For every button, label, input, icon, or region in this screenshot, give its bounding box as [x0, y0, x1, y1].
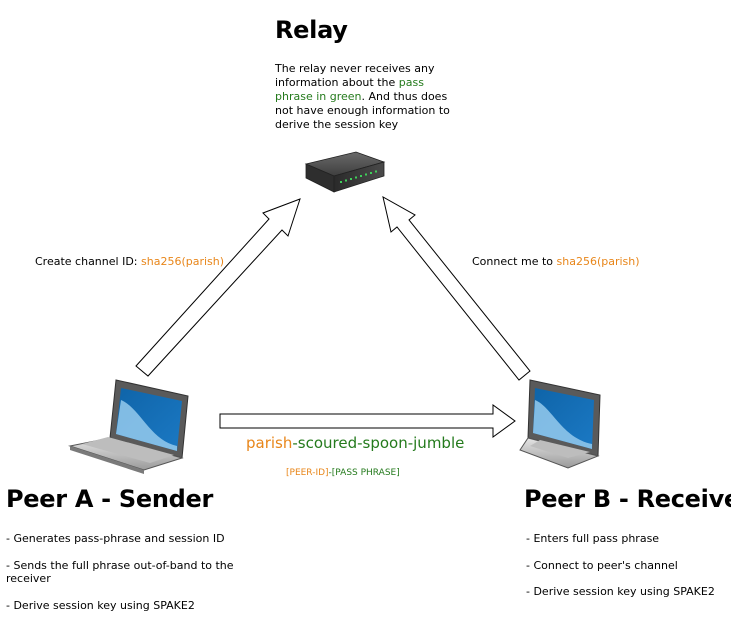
peer-a-item-2: - Sends the full phrase out-of-band to t… [6, 559, 234, 585]
left-arrow-label: Create channel ID: sha256(parish) [35, 255, 225, 268]
arrow-peer-b-to-relay [382, 196, 531, 381]
peer-b-title: Peer B - Receiver [524, 485, 731, 513]
peer-a-item-1: - Generates pass-phrase and session ID [6, 532, 225, 545]
peer-b-item-1: - Enters full pass phrase [526, 532, 660, 545]
left-arrow-hash: sha256(parish) [141, 255, 225, 268]
full-phrase: parish-scoured-spoon-jumble [246, 434, 464, 452]
relay-title: Relay [275, 16, 348, 44]
phrase-legend: [PEER-ID]-[PASS PHRASE] [286, 468, 400, 478]
arrow-peer-a-to-relay [135, 198, 301, 377]
relay-description: The relay never receives any information… [275, 62, 450, 131]
peer-a-item-3: - Derive session key using SPAKE2 [6, 599, 195, 612]
right-arrow-label: Connect me to sha256(parish) [472, 255, 640, 268]
relay-description-highlight: pass phrase in green [275, 76, 424, 103]
phrase-pass-phrase: -scoured-spoon-jumble [292, 434, 465, 452]
right-arrow-hash: sha256(parish) [556, 255, 640, 268]
peer-a-title: Peer A - Sender [6, 485, 214, 513]
peer-b-item-3: - Derive session key using SPAKE2 [526, 585, 715, 598]
phrase-peer-id: parish [246, 434, 293, 452]
peer-b-item-2: - Connect to peer's channel [526, 559, 678, 572]
arrow-peer-a-to-peer-b [219, 404, 516, 438]
